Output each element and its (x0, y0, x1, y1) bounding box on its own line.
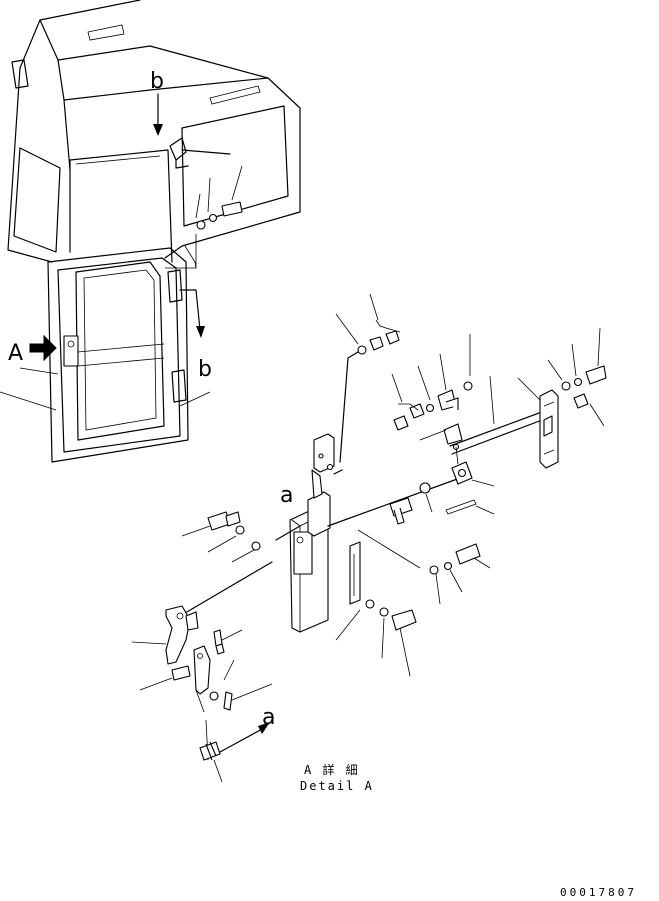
view-label-b-top: b (150, 69, 164, 94)
ref-label-a-lower: a (262, 705, 275, 730)
cab-illustration (0, 0, 301, 463)
view-label-a: A (8, 341, 23, 366)
caption-japanese: A 詳 細 (304, 762, 360, 777)
view-label-b-side: b (198, 357, 212, 382)
caption-english: Detail A (300, 779, 374, 793)
drawing-number: 00017807 (560, 886, 637, 899)
detail-a-exploded-view (131, 293, 607, 783)
ref-label-a-upper: a (280, 483, 293, 508)
